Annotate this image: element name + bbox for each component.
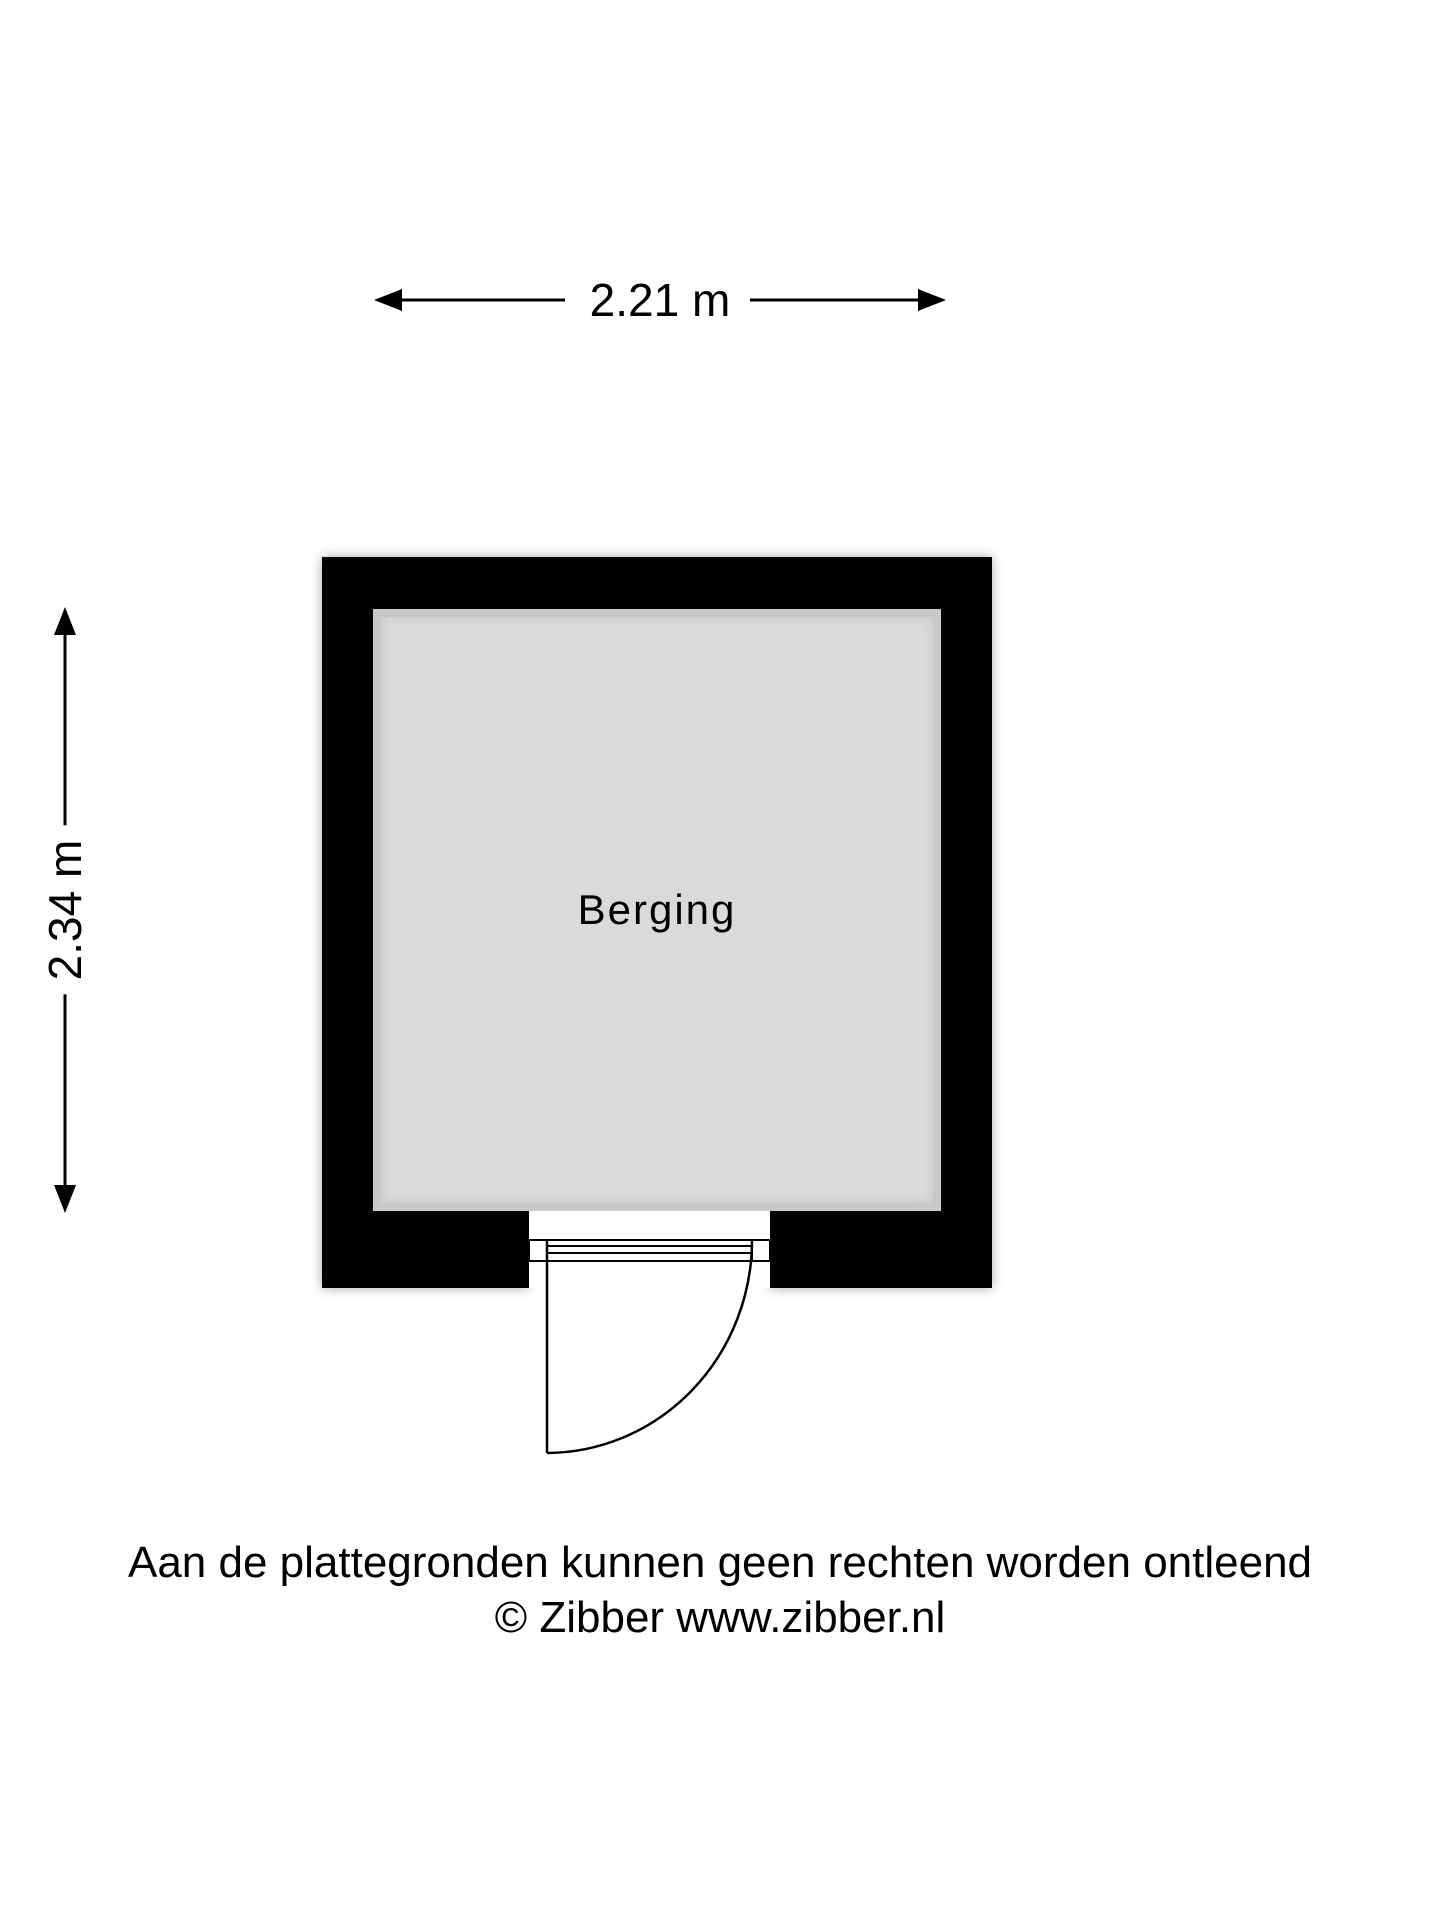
room-floor-berging (373, 609, 941, 1211)
width-dimension-arrow (374, 289, 946, 311)
room-walls (322, 557, 992, 1288)
room-label-berging: Berging (577, 886, 737, 933)
disclaimer-text: Aan de plattegronden kunnen geen rechten… (127, 1538, 1313, 1587)
width-dimension-label: 2.21 m (0, 272, 1320, 328)
height-dimension-label: 2.34 m (37, 825, 93, 995)
door (528, 1211, 771, 1455)
copyright-text: © Zibber www.zibber.nl (494, 1593, 946, 1642)
